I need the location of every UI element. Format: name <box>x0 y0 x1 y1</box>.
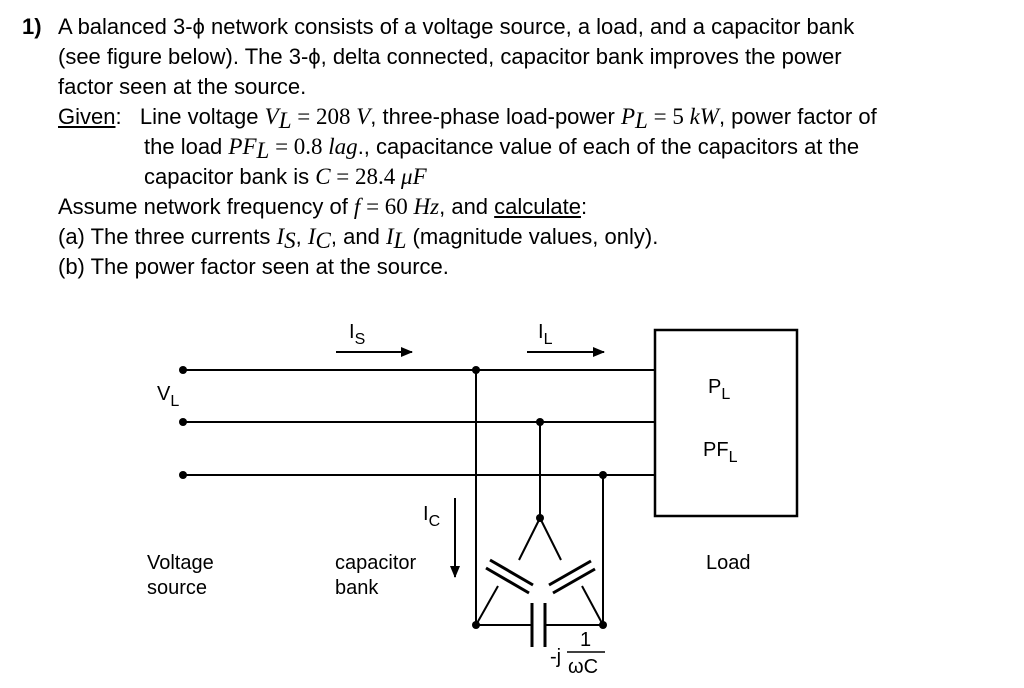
intro-line-1: A balanced 3-ϕ network consists of a vol… <box>58 14 855 39</box>
load-box <box>653 328 799 518</box>
delta-right-2 <box>581 585 604 626</box>
label-IS: IS <box>349 321 365 348</box>
cap-right-plate-1 <box>548 559 592 587</box>
delta-node-top <box>536 514 544 522</box>
delta-right-1 <box>539 517 562 561</box>
given-label: Given <box>58 104 116 129</box>
voltage-source-label-2: source <box>147 577 207 599</box>
terminal-c <box>179 471 187 479</box>
node-a <box>472 366 480 374</box>
given-line-1: Given: Line voltage VL = 208 V, three-ph… <box>58 104 877 133</box>
terminal-a <box>179 366 187 374</box>
cap-left-plate-1 <box>489 558 534 587</box>
delta-left-1 <box>518 517 541 561</box>
voltage-source-label-1: Voltage <box>147 552 214 574</box>
label-VL: VL <box>157 383 179 410</box>
impedance-numerator: 1 <box>580 629 591 651</box>
given-line-3: capacitor bank is C = 28.4 μF <box>144 164 427 189</box>
label-IC: IC <box>423 503 440 530</box>
impedance-denominator: ωC <box>568 656 598 678</box>
calculate-label: calculate <box>494 194 581 219</box>
load-label: Load <box>706 552 751 574</box>
part-b: (b) The power factor seen at the source. <box>58 254 449 279</box>
impedance-prefix: -j <box>550 646 561 668</box>
label-PL: PL <box>708 376 730 403</box>
problem-number: 1) <box>22 14 42 39</box>
assume-line: Assume network frequency of f = 60 Hz, a… <box>58 194 588 219</box>
given-line-2: the load PFL = 0.8 lag., capacitance val… <box>144 134 860 163</box>
label-PFL: PFL <box>703 439 738 466</box>
delta-left-2 <box>475 585 499 626</box>
terminal-b <box>179 418 187 426</box>
label-IL: IL <box>538 321 553 348</box>
cap-left-plate-2 <box>485 566 530 595</box>
intro-line-2: (see figure below). The 3-ϕ, delta conne… <box>58 44 842 69</box>
node-b <box>536 418 544 426</box>
delta-node-left <box>472 621 480 629</box>
delta-node-right <box>599 621 607 629</box>
node-c <box>599 471 607 479</box>
capacitor-bank-label-2: bank <box>335 577 379 599</box>
cap-right-plate-2 <box>552 567 596 595</box>
intro-line-3: factor seen at the source. <box>58 74 307 99</box>
capacitor-bank-label-1: capacitor <box>335 552 416 574</box>
part-a: (a) The three currents IS, IC, and IL (m… <box>58 224 659 253</box>
